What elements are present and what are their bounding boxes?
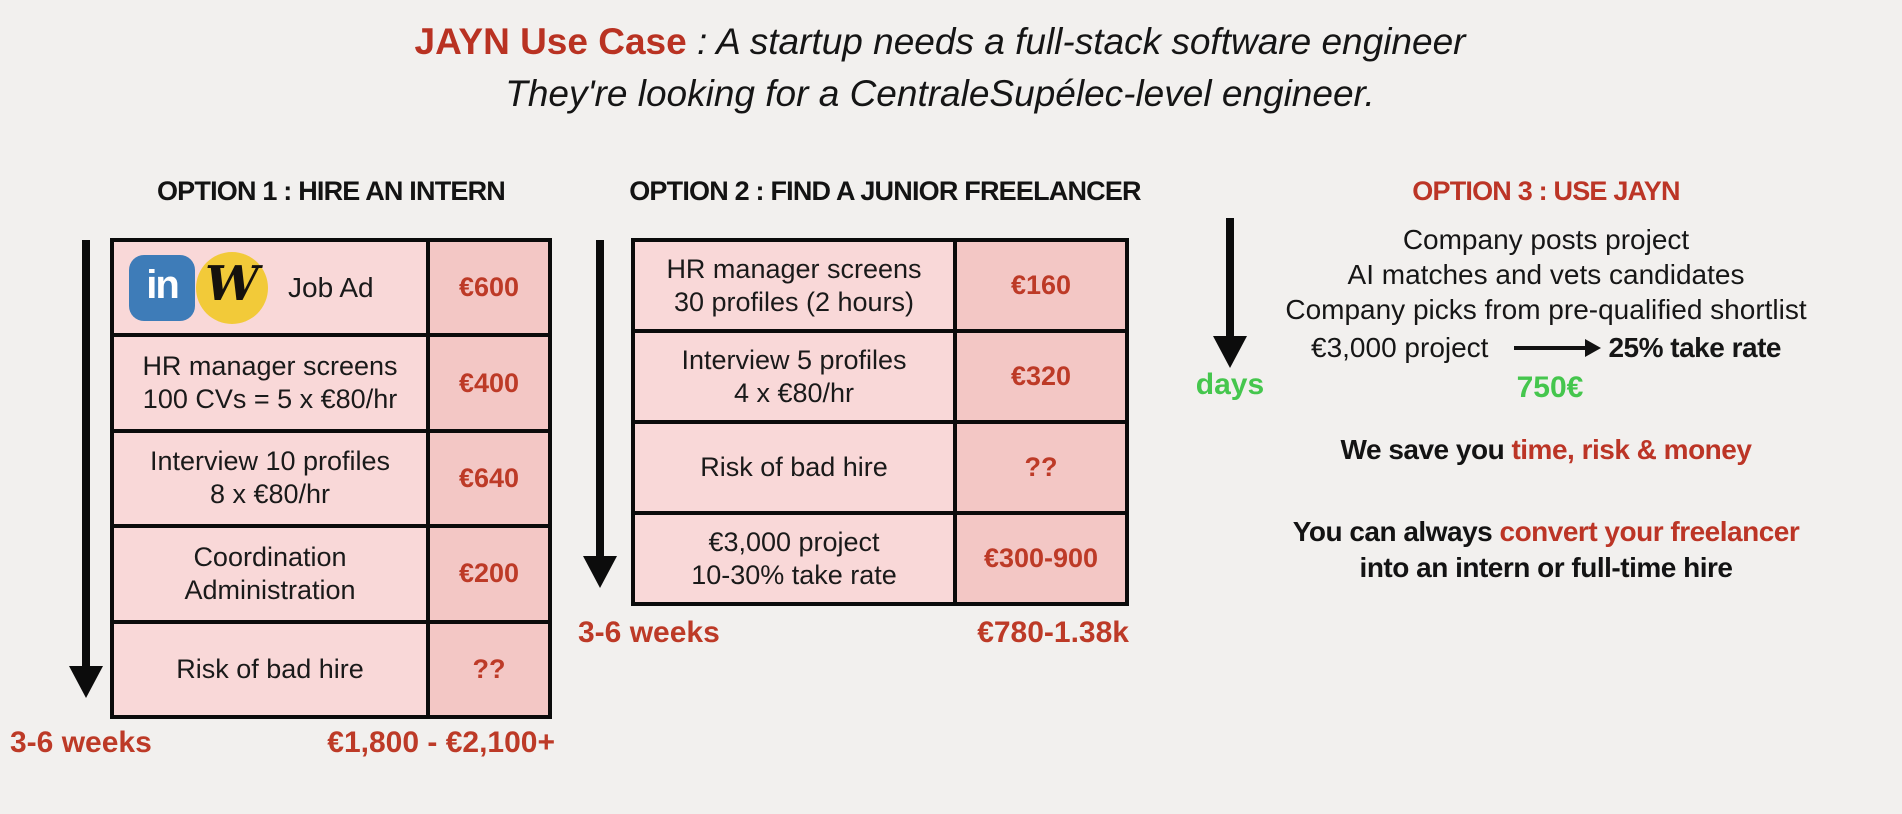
option2-timeline-arrow	[596, 240, 604, 558]
option1-price-risk: ??	[430, 623, 548, 715]
option1-duration-label: 3-6 weeks	[10, 726, 152, 759]
option3-step-2: AI matches and vets candidates	[1347, 259, 1745, 290]
row-label: Job Ad	[288, 272, 374, 304]
option2-total-cost: €780-1.38k	[977, 616, 1129, 649]
option2-price-risk: ??	[957, 424, 1125, 511]
option3-duration-label: days	[1195, 368, 1265, 401]
row-label-line2: 8 x €80/hr	[209, 479, 331, 510]
option3-fee: 750€	[1516, 371, 1584, 404]
row-label-line1: HR manager screens	[142, 351, 398, 382]
value-proposition-convert-line1: You can always convert your freelancer	[1246, 516, 1846, 548]
option1-row-interviews: Interview 10 profiles 8 x €80/hr	[114, 432, 426, 525]
option3-header: OPTION 3 : USE JAYN	[1412, 176, 1680, 206]
option2-arrow-head-icon	[583, 556, 617, 588]
option3-timeline-arrow	[1226, 218, 1234, 338]
row-label-line2: 10-30% take rate	[691, 559, 897, 590]
page-title: JAYN Use Case : A startup needs a full-s…	[0, 16, 1880, 120]
row-label-line1: Interview 5 profiles	[681, 344, 907, 375]
option3-project-label: €3,000 project	[1311, 332, 1489, 363]
row-label-line2: 4 x €80/hr	[733, 377, 855, 408]
option1-timeline-arrow	[82, 240, 90, 668]
option2-duration-label: 3-6 weeks	[578, 616, 720, 649]
option1-row-job-ad: in W Job Ad	[114, 242, 426, 334]
option1-total-cost: €1,800 - €2,100+	[327, 726, 555, 759]
option3-steps: Company posts project AI matches and vet…	[1246, 222, 1846, 327]
option2-price-screening: €160	[957, 242, 1125, 329]
value-proposition-save: We save you time, risk & money	[1246, 434, 1846, 466]
option1-price-job-ad: €600	[430, 242, 548, 334]
row-label-line1: HR manager screens	[666, 253, 922, 284]
linkedin-glyph: in	[146, 263, 180, 308]
option2-row-interviews: Interview 5 profiles 4 x €80/hr	[635, 333, 953, 420]
option1-price-coordination: €200	[430, 528, 548, 620]
option3-take-rate: 25% take rate	[1608, 332, 1781, 363]
row-label-line1: Interview 10 profiles	[149, 446, 391, 477]
right-arrow-icon	[1514, 339, 1602, 357]
option2-row-take-rate: €3,000 project 10-30% take rate	[635, 515, 953, 602]
row-label-line1: €3,000 project	[708, 526, 880, 557]
option3-step-3: Company picks from pre-qualified shortli…	[1285, 294, 1807, 325]
option1-row-coordination: Coordination Administration	[114, 528, 426, 620]
convert-prefix: You can always	[1292, 516, 1500, 547]
save-highlight: time, risk & money	[1511, 434, 1752, 465]
option2-header: OPTION 2 : FIND A JUNIOR FREELANCER	[629, 176, 1141, 206]
row-label-line1: Risk of bad hire	[176, 653, 364, 684]
wttj-glyph: W	[205, 256, 259, 313]
option2-row-risk: Risk of bad hire	[635, 424, 953, 511]
save-prefix: We save you	[1340, 434, 1512, 465]
row-label-line2: 100 CVs = 5 x €80/hr	[142, 384, 398, 415]
option1-row-risk: Risk of bad hire	[114, 623, 426, 715]
title-tagline: A startup needs a full-stack software en…	[716, 21, 1466, 62]
title-separator: :	[686, 21, 717, 62]
linkedin-icon: in	[129, 254, 195, 321]
option1-cost-table: in W Job Ad €600 HR manager screens 100 …	[110, 238, 552, 719]
brand-name: JAYN Use Case	[414, 21, 687, 62]
option1-row-screening: HR manager screens 100 CVs = 5 x €80/hr	[114, 337, 426, 429]
option1-price-interviews: €640	[430, 432, 548, 525]
option2-row-screening: HR manager screens 30 profiles (2 hours)	[635, 242, 953, 329]
option2-price-interviews: €320	[957, 333, 1125, 420]
value-proposition-convert-line2: into an intern or full-time hire	[1359, 552, 1733, 583]
option1-arrow-head-icon	[69, 666, 103, 698]
convert-highlight: convert your freelancer	[1499, 516, 1800, 547]
row-label-line2: 30 profiles (2 hours)	[673, 286, 915, 317]
option2-price-take-rate: €300-900	[957, 515, 1125, 602]
row-label-line2: Administration	[184, 574, 356, 605]
option3-step-1: Company posts project	[1402, 224, 1690, 255]
row-label-line1: Risk of bad hire	[700, 452, 888, 482]
option3-project-line: €3,000 project 25% take rate	[1246, 330, 1846, 366]
option3-arrow-head-icon	[1213, 336, 1247, 368]
welcome-to-the-jungle-icon: W	[196, 251, 268, 324]
option1-header: OPTION 1 : HIRE AN INTERN	[156, 176, 506, 206]
row-label-line1: Coordination	[193, 541, 347, 572]
title-line-1: JAYN Use Case : A startup needs a full-s…	[0, 16, 1880, 68]
option1-price-screening: €400	[430, 337, 548, 429]
option2-cost-table: HR manager screens 30 profiles (2 hours)…	[631, 238, 1129, 606]
title-line-2: They're looking for a CentraleSupélec-le…	[505, 73, 1375, 114]
